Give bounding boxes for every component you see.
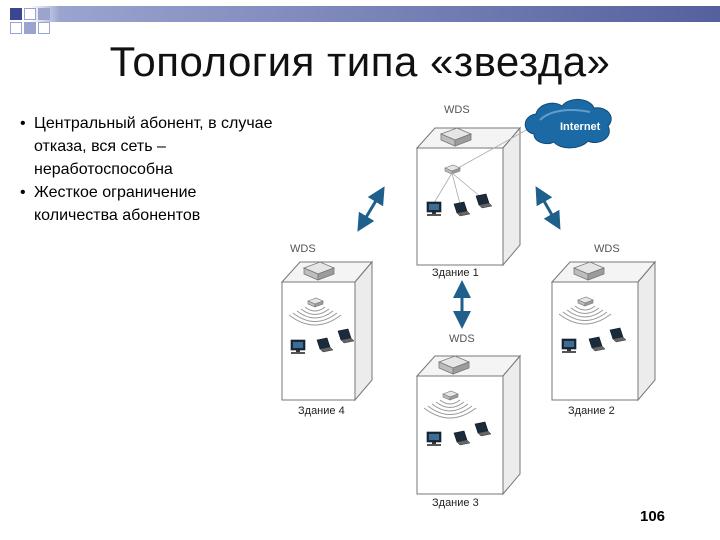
building-4: WDS Здание 4 xyxy=(280,243,374,417)
decoration-square xyxy=(10,8,22,20)
building-label: Здание 2 xyxy=(568,405,615,417)
slide-title: Топология типа «звезда» xyxy=(109,38,611,85)
building-label: Здание 4 xyxy=(298,405,345,417)
bullet-marker: • xyxy=(20,115,26,132)
wds-label: WDS xyxy=(594,243,620,255)
wds-label: WDS xyxy=(290,243,316,255)
building-label: Здание 1 xyxy=(432,267,479,279)
bullet-text: Центральный абонент, в случае отказа, вс… xyxy=(34,115,273,178)
wds-label: WDS xyxy=(449,333,475,345)
link-arrow xyxy=(357,186,385,232)
building-label: Здание 3 xyxy=(432,497,479,509)
link-arrow xyxy=(535,186,561,230)
bullet-text: Жесткое ограничение количества абонентов xyxy=(34,184,201,224)
building-1: WDS Здание 1 xyxy=(415,104,531,279)
decoration-square xyxy=(24,22,36,34)
decoration-square xyxy=(38,22,50,34)
page-number: 106 xyxy=(640,508,666,525)
internet-cloud: Internet xyxy=(524,99,612,149)
decoration-square xyxy=(10,22,22,34)
decoration-square xyxy=(24,8,36,20)
decoration-square xyxy=(38,8,50,20)
bullet-marker: • xyxy=(20,184,26,201)
header-decoration-bar xyxy=(0,6,720,22)
bullet-list: • Центральный абонент, в случае отказа, … xyxy=(20,112,280,227)
bullet-item: • Жесткое ограничение количества абонент… xyxy=(20,181,280,227)
bullet-item: • Центральный абонент, в случае отказа, … xyxy=(20,112,280,181)
internet-label: Internet xyxy=(560,121,601,133)
building-2: WDS Здание 2 xyxy=(550,243,657,417)
building-3: WDS Здание 3 xyxy=(415,333,522,509)
wds-label: WDS xyxy=(444,104,470,116)
